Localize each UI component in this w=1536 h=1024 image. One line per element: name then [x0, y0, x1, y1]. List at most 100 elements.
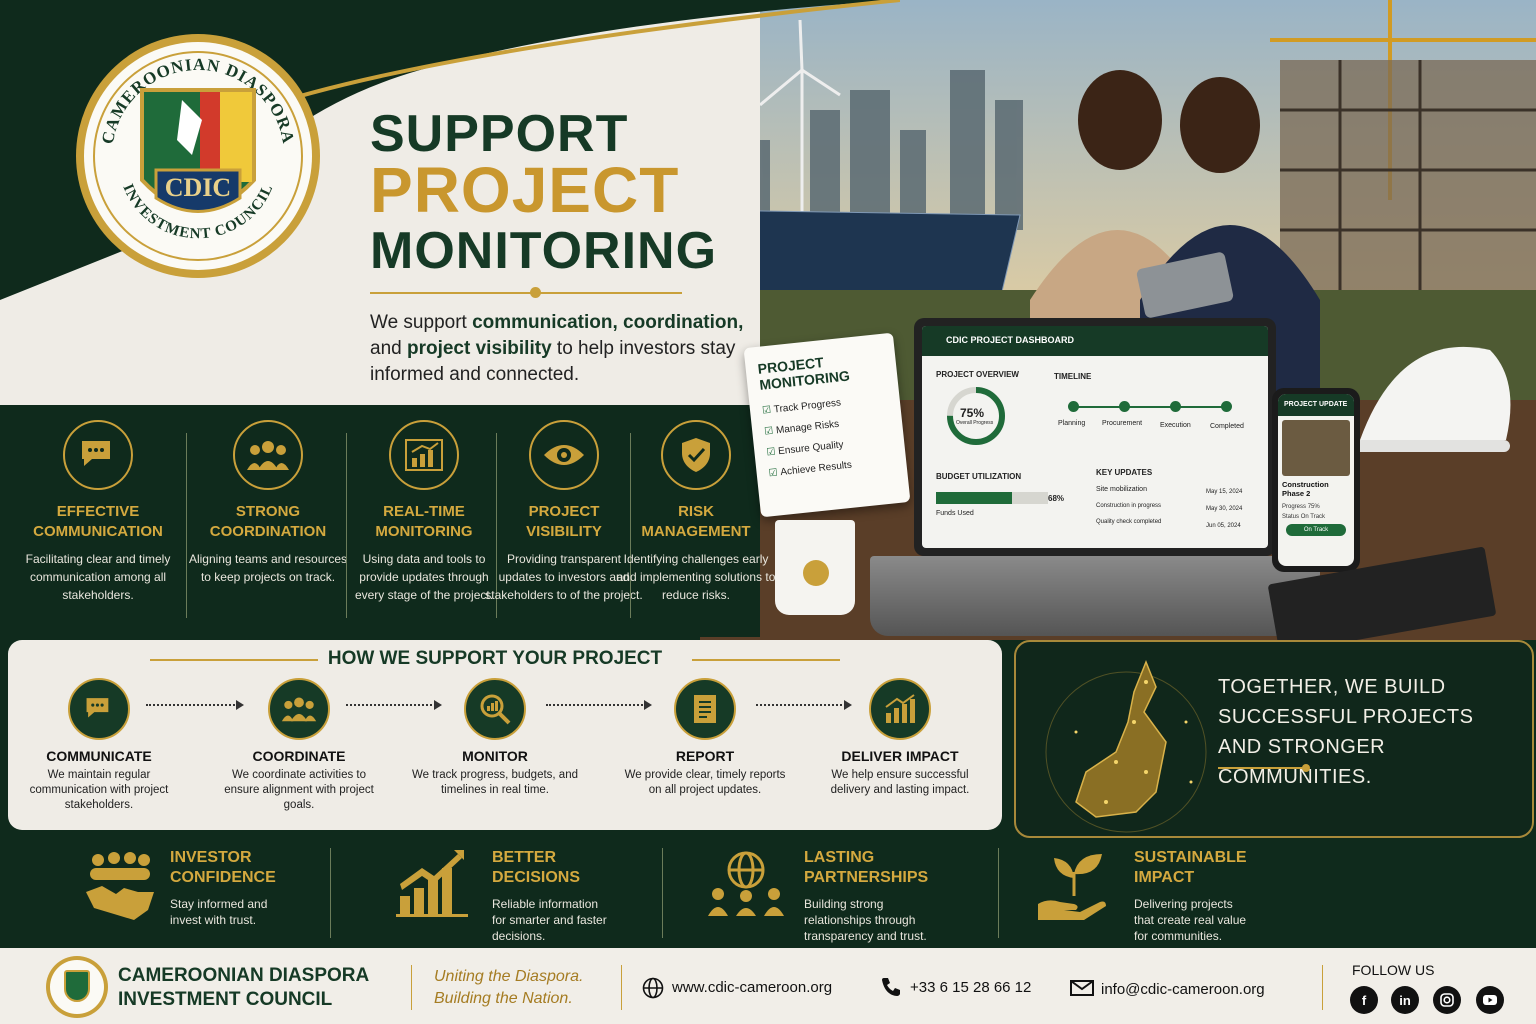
step-desc: We maintain regular communication with p… [29, 769, 169, 811]
youtube-icon[interactable] [1476, 986, 1504, 1014]
feature-title: MONITORING [375, 523, 473, 540]
budget-value: 68% [1048, 494, 1065, 503]
title-line-2: PROJECT [370, 154, 680, 226]
dashboard-title: CDIC PROJECT DASHBOARD [946, 335, 1075, 345]
footer [0, 948, 1536, 1024]
linkedin-icon[interactable]: in [1391, 986, 1419, 1014]
cdic-logo: CAMEROONIAN DIASPORA INVESTMENT COUNCIL … [72, 30, 324, 282]
timeline-dot [1068, 401, 1079, 412]
update-text: Site mobilization [1096, 486, 1147, 493]
divider [998, 848, 999, 938]
update-date: May 15, 2024 [1206, 489, 1243, 495]
phone-status-value: On Track [1300, 514, 1326, 520]
phone-status-button[interactable]: On Track [1286, 524, 1346, 536]
logo-center-text: CDIC [165, 173, 231, 202]
report-icon [674, 678, 736, 740]
step-arrow [346, 700, 442, 710]
title-divider-dot [530, 287, 541, 298]
feature-desc: Facilitating clear and timely communicat… [25, 552, 171, 602]
progress-caption: Overall Progress [956, 420, 994, 426]
step-title: REPORT [675, 748, 735, 764]
phone: PROJECT UPDATE Construction Phase 2 Prog… [1272, 388, 1360, 572]
growth-chart-icon [869, 678, 931, 740]
mail-icon [1070, 980, 1094, 1001]
step-title: DELIVER IMPACT [841, 748, 959, 764]
divider [630, 433, 631, 618]
globe-icon [642, 977, 664, 1004]
handshake-icon [84, 852, 156, 931]
divider [186, 433, 187, 618]
laptop-screen: CDIC PROJECT DASHBOARD PROJECT OVERVIEW … [914, 318, 1276, 556]
updates-label: KEY UPDATES [1096, 468, 1153, 477]
chat-icon [68, 678, 130, 740]
phone-progress-label: Progress [1282, 504, 1307, 510]
facebook-icon[interactable]: f [1350, 986, 1378, 1014]
divider [662, 848, 663, 938]
phone-project-name: Construction Phase 2 [1282, 480, 1329, 498]
footer-phone-link[interactable]: +33 6 15 28 66 12 [910, 979, 1032, 996]
budget-bar-fill [936, 492, 1013, 504]
phone-progress-value: 75% [1307, 504, 1320, 510]
divider [621, 965, 622, 1010]
phone-status-label: Status [1282, 514, 1300, 520]
title-rule [692, 659, 840, 661]
step-desc: We help ensure successful delivery and l… [830, 769, 970, 796]
budget-bar [936, 492, 1048, 504]
feature-title: COMMUNICATION [33, 523, 163, 540]
laptop-base [870, 556, 1320, 636]
feature-desc: Aligning teams and resources to keep pro… [188, 552, 348, 584]
title-rule [150, 659, 318, 661]
eye-icon [529, 420, 599, 490]
overview-label: PROJECT OVERVIEW [936, 370, 1019, 379]
bar-chart-icon [389, 420, 459, 490]
step-monitor: MONITOR We track progress, budgets, and … [410, 678, 580, 798]
step-desc: We coordinate activities to ensure align… [224, 769, 374, 811]
intro-paragraph: We support communication, coordination, … [370, 312, 744, 385]
step-desc: We provide clear, timely reports on all … [624, 769, 786, 796]
feature-title: MANAGEMENT [641, 523, 751, 540]
feature-desc: Using data and tools to provide updates … [354, 552, 494, 602]
footer-email-link[interactable]: info@cdic-cameroon.org [1101, 981, 1265, 998]
footer-website-link[interactable]: www.cdic-cameroon.org [672, 979, 833, 996]
phone-header: PROJECT UPDATE [1278, 394, 1354, 416]
step-title: MONITOR [462, 748, 528, 764]
timeline-dot [1170, 401, 1181, 412]
how-title: HOW WE SUPPORT YOUR PROJECT [327, 648, 663, 669]
instagram-icon[interactable] [1433, 986, 1461, 1014]
update-date: May 30, 2024 [1206, 506, 1243, 512]
step-desc: We track progress, budgets, and timeline… [412, 769, 578, 796]
feature-desc: Identifying challenges early and impleme… [616, 552, 776, 602]
together-rule-dot [1302, 764, 1310, 772]
shield-check-icon [661, 420, 731, 490]
rising-bars-icon [396, 848, 468, 923]
title-divider [370, 292, 682, 294]
step-arrow [546, 700, 652, 710]
feature-title: PROJECT [528, 503, 600, 520]
budget-caption: Funds Used [936, 510, 974, 517]
step-report: REPORT We provide clear, timely reports … [620, 678, 790, 798]
step-deliver-impact: DELIVER IMPACT We help ensure successful… [815, 678, 985, 798]
step-coordinate: COORDINATE We coordinate activities to e… [214, 678, 384, 813]
together-panel [1014, 640, 1534, 838]
timeline-line [1072, 406, 1226, 408]
title-line-3: MONITORING [370, 222, 718, 280]
step-arrow [756, 700, 852, 710]
timeline-step: Planning [1058, 420, 1086, 427]
progress-ring [947, 387, 1005, 445]
team-icon [233, 420, 303, 490]
update-text: Quality check completed [1096, 519, 1162, 525]
globe-people-icon [706, 850, 786, 923]
cameroon-map-illustration [1045, 659, 1207, 833]
timeline-dot [1119, 401, 1130, 412]
